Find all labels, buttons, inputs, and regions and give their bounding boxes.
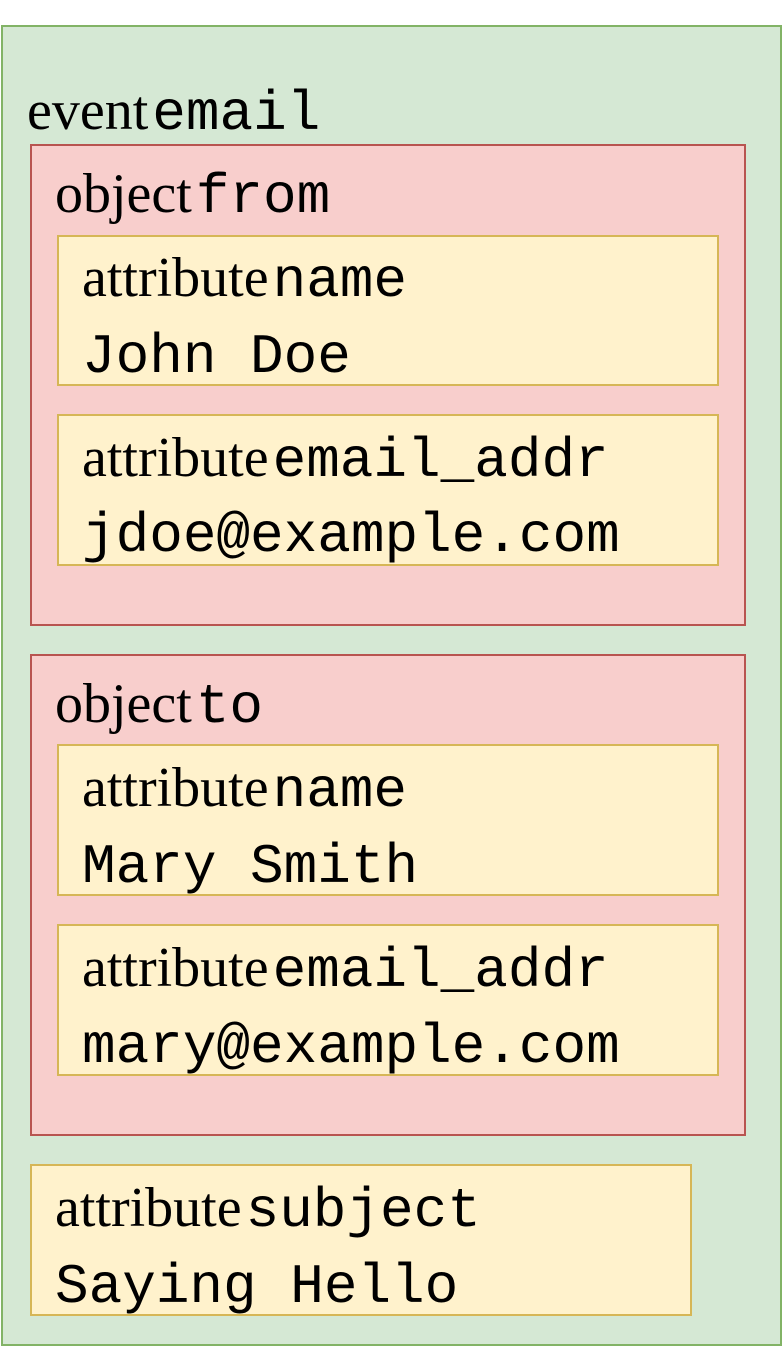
attribute-value: Mary Smith	[82, 835, 419, 899]
attribute-keyword: attribute	[82, 937, 269, 999]
event-name: email	[152, 82, 321, 146]
attribute-email-addr-box: attribute email_addr mary@example.com	[57, 924, 719, 1076]
object-to-header: object to	[55, 676, 263, 735]
attribute-value: Saying Hello	[55, 1255, 459, 1319]
attribute-keyword: attribute	[82, 427, 269, 489]
attribute-value: jdoe@example.com	[82, 504, 620, 568]
attribute-name: name	[272, 249, 408, 313]
attribute-value: John Doe	[82, 325, 351, 389]
attribute-header: attribute email_addr	[82, 940, 609, 999]
attribute-value: mary@example.com	[82, 1015, 620, 1079]
object-from-header: object from	[55, 166, 330, 225]
attribute-name: name	[272, 759, 408, 823]
attribute-name: email_addr	[272, 429, 609, 493]
attribute-keyword: attribute	[82, 757, 269, 819]
object-name: from	[195, 165, 331, 229]
attribute-name-box: attribute name John Doe	[57, 235, 719, 386]
object-keyword: object	[55, 163, 192, 225]
attribute-keyword: attribute	[55, 1177, 242, 1239]
attribute-header: attribute email_addr	[82, 430, 609, 489]
attribute-header: attribute name	[82, 760, 407, 819]
object-name: to	[195, 675, 264, 739]
attribute-name: email_addr	[272, 939, 609, 1003]
event-header: event email	[27, 83, 320, 142]
attribute-email-addr-box: attribute email_addr jdoe@example.com	[57, 414, 719, 566]
attribute-header: attribute name	[82, 250, 407, 309]
attribute-header: attribute subject	[55, 1180, 481, 1239]
event-keyword: event	[27, 80, 149, 142]
attribute-keyword: attribute	[82, 247, 269, 309]
object-keyword: object	[55, 673, 192, 735]
attribute-subject-box: attribute subject Saying Hello	[30, 1164, 692, 1316]
attribute-name: subject	[245, 1179, 481, 1243]
attribute-name-box: attribute name Mary Smith	[57, 744, 719, 896]
